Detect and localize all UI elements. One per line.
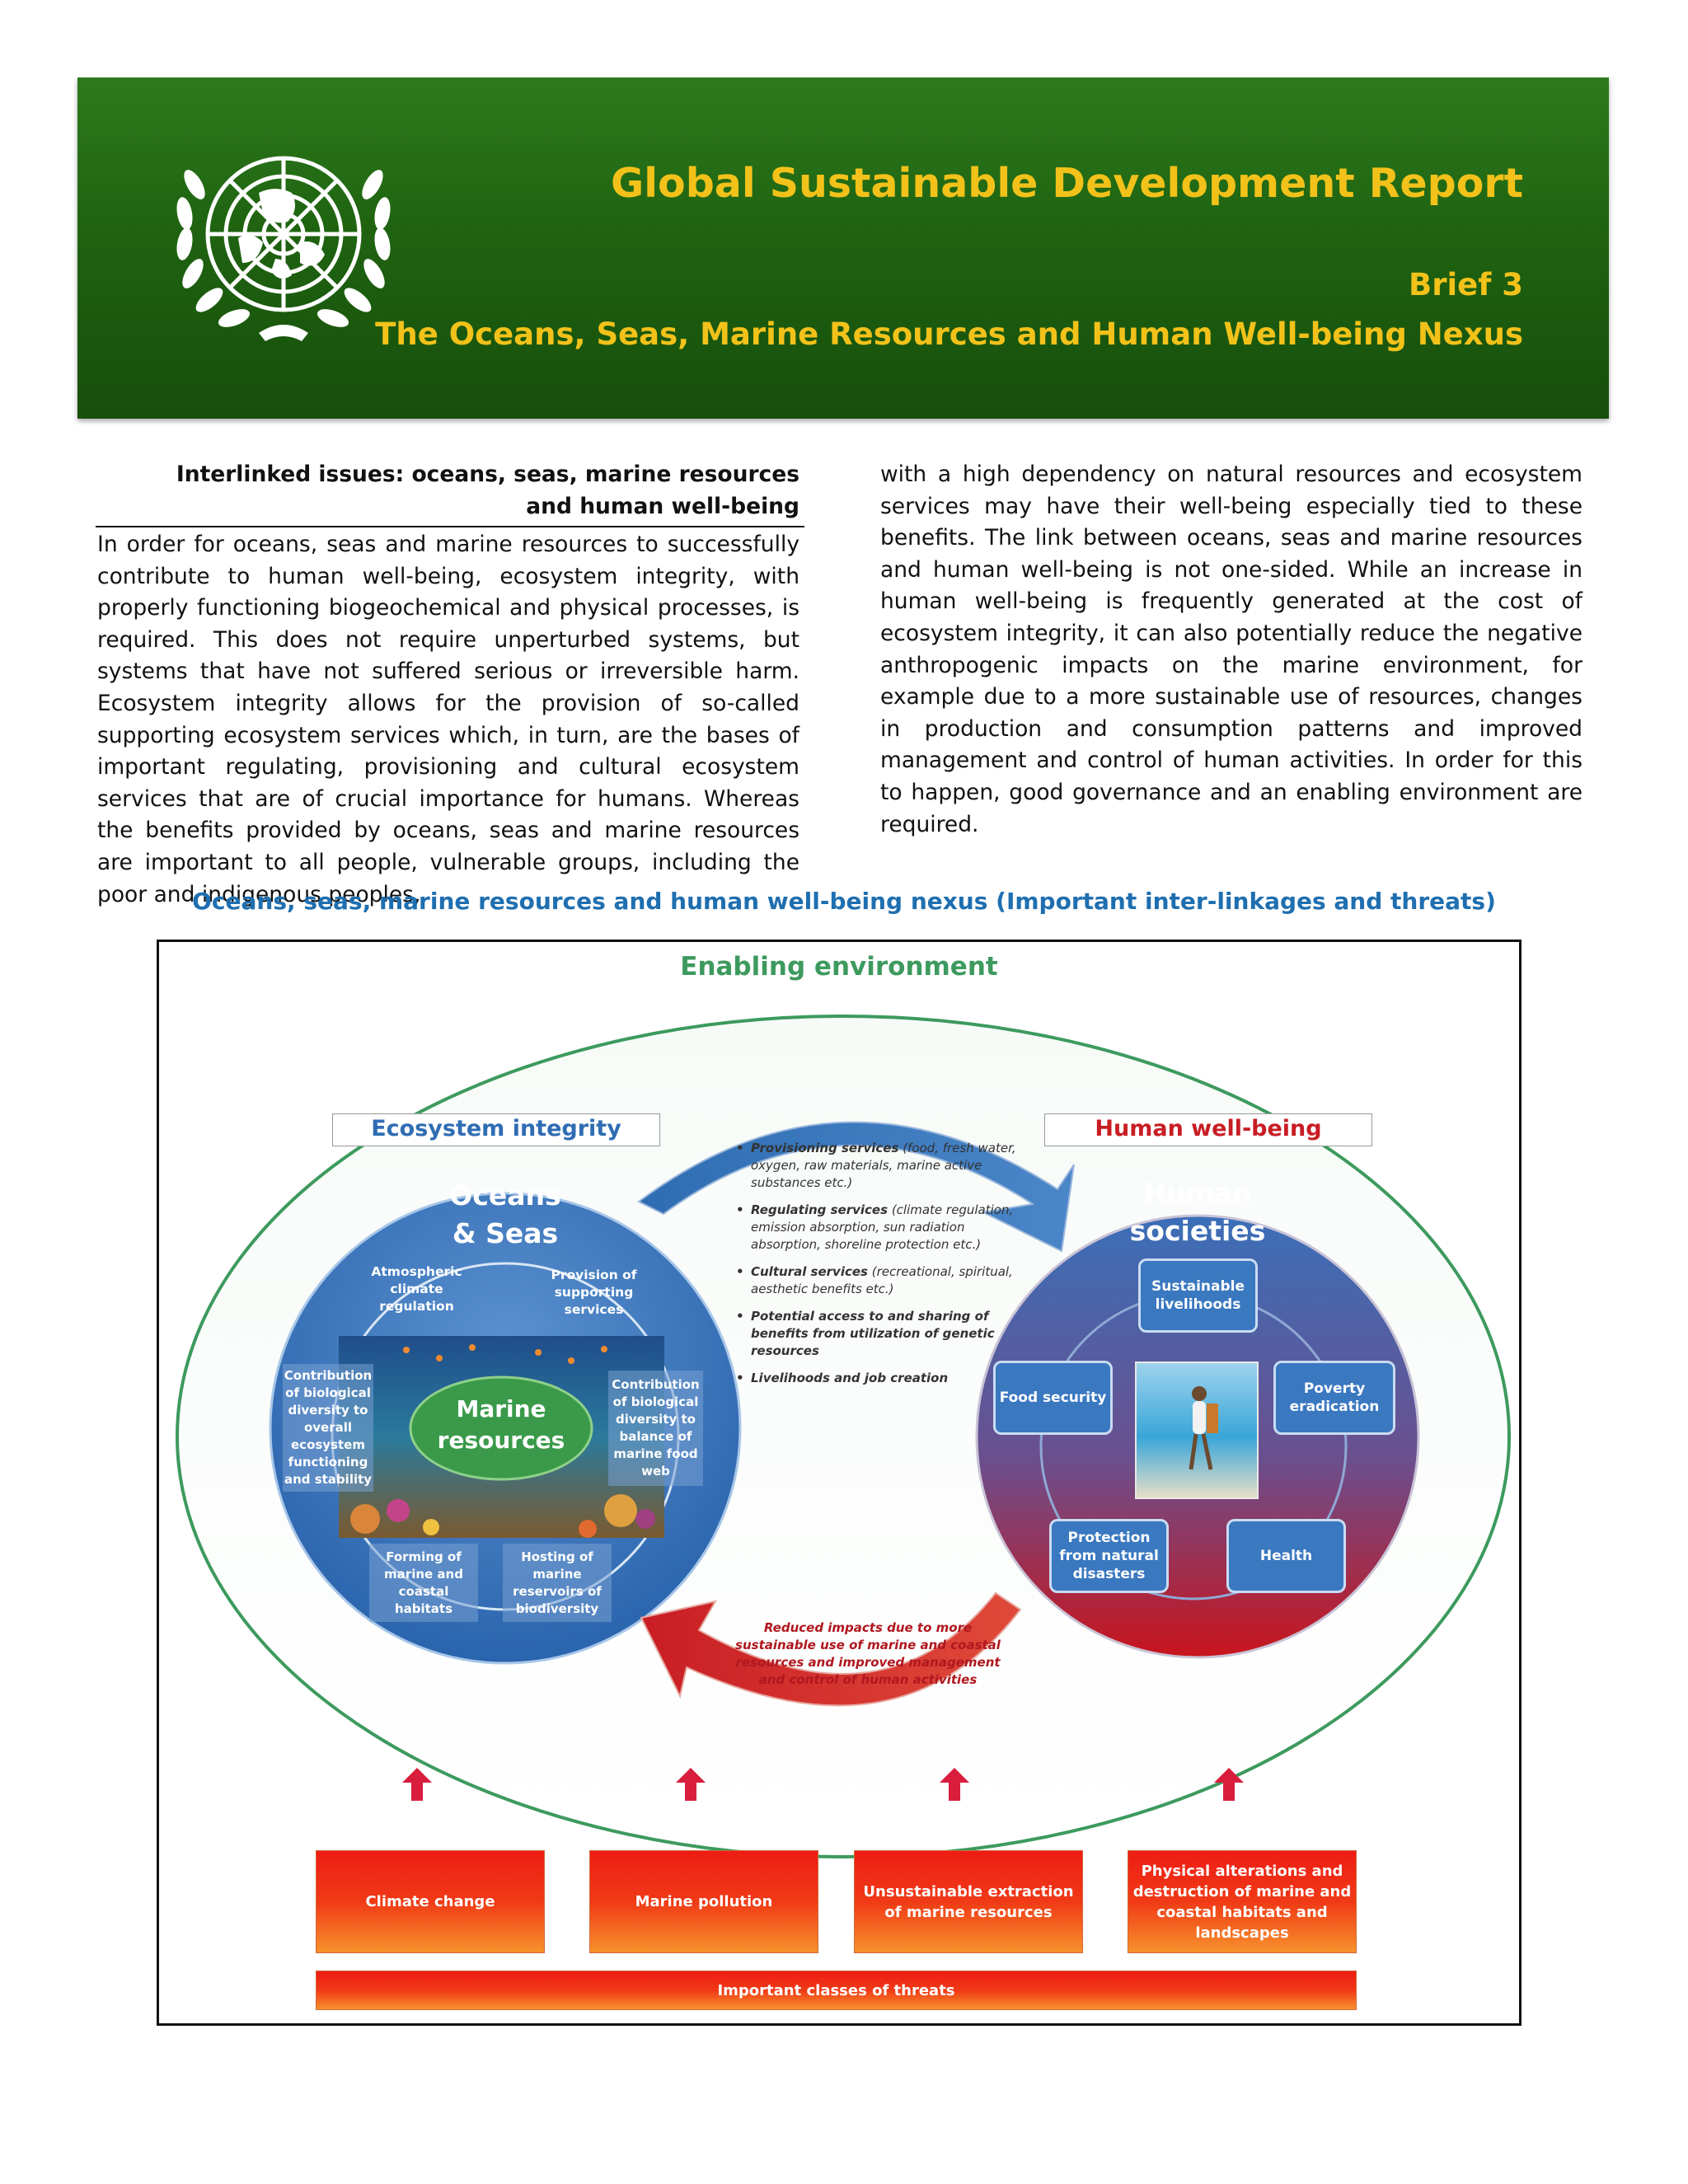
section-heading-line1: Interlinked issues: oceans, seas, marine… — [176, 462, 799, 487]
forming-habitats-panel: Forming of marine and coastal habitats — [369, 1544, 478, 1622]
header-banner: Global Sustainable Development Report Br… — [77, 77, 1609, 419]
threat-arrows-icon — [402, 1768, 1244, 1801]
contribution-right-panel: Contribution of biological diversity to … — [608, 1371, 703, 1486]
threat-physical-alterations: Physical alterations and destruction of … — [1128, 1850, 1357, 1953]
contribution-left-panel: Contribution of biological diversity to … — [283, 1364, 373, 1492]
provisioning-heading: Provisioning services — [751, 1141, 899, 1155]
cultural-detail: (recreational, spiritual, aesthetic bene… — [751, 1264, 1013, 1296]
un-emblem-icon — [176, 156, 391, 341]
threat-climate-change: Climate change — [316, 1850, 545, 1953]
services-item: Cultural services (recreational, spiritu… — [736, 1263, 1016, 1298]
oceans-title-line1: Oceans — [449, 1179, 561, 1212]
human-well-being-label: Human well-being — [1044, 1113, 1372, 1146]
supporting-services-label: Provision of supporting services — [551, 1268, 637, 1317]
report-title: Global Sustainable Development Report — [611, 160, 1523, 207]
human-title-line2: societies — [1129, 1215, 1266, 1247]
brief-subtitle: The Oceans, Seas, Marine Resources and H… — [375, 316, 1523, 352]
services-item: Provisioning services (food, fresh water… — [736, 1140, 1016, 1192]
figure-caption: Oceans, seas, marine resources and human… — [192, 888, 1496, 915]
marine-resources-line1: Marine — [456, 1395, 546, 1422]
oceans-title: Oceans & Seas — [423, 1177, 588, 1253]
person-icon — [1189, 1386, 1218, 1470]
section-heading-line2: and human well-being — [526, 493, 799, 519]
threat-marine-pollution: Marine pollution — [589, 1850, 818, 1953]
human-societies-title: Human societies — [1107, 1174, 1288, 1250]
oceans-title-line2: & Seas — [452, 1217, 559, 1249]
reduced-impacts-text: Reduced impacts due to more sustainable … — [735, 1620, 1001, 1687]
marine-resources-line2: resources — [437, 1427, 565, 1454]
cultural-heading: Cultural services — [751, 1264, 868, 1279]
arrow-red-icon — [640, 1591, 1022, 1707]
human-title-line1: Human — [1143, 1177, 1252, 1209]
section-heading: Interlinked issues: oceans, seas, marine… — [97, 459, 799, 523]
atmospheric-climate-label: Atmospheric climate regulation — [371, 1264, 462, 1314]
poverty-eradication-box: Poverty eradication — [1273, 1361, 1395, 1435]
food-security-box: Food security — [993, 1361, 1113, 1435]
services-list: Provisioning services (food, fresh water… — [736, 1140, 1016, 1397]
regulating-detail: (climate regulation, emission absorption… — [751, 1202, 1014, 1252]
marine-resources-title: Marine resources — [427, 1394, 575, 1456]
reef-decorations-icon — [350, 1344, 655, 1538]
ecosystem-integrity-label: Ecosystem integrity — [332, 1113, 660, 1146]
marine-resources-oval — [409, 1376, 593, 1481]
services-item: Regulating services (climate regulation,… — [736, 1202, 1016, 1254]
threats-bar: Important classes of threats — [316, 1971, 1357, 2010]
provisioning-detail: (food, fresh water, oxygen, raw material… — [751, 1141, 1016, 1190]
threat-unsustainable-extraction: Unsustainable extraction of marine resou… — [854, 1850, 1083, 1953]
body-column-left: In order for oceans, seas and marine res… — [97, 532, 799, 907]
hosting-reservoirs-panel: Hosting of marine reservoirs of biodiver… — [503, 1544, 612, 1622]
nexus-diagram: Enabling environment Ecosystem integrity… — [157, 940, 1522, 2026]
enabling-environment-title: Enabling environment — [680, 952, 998, 982]
livelihoods-item: Livelihoods and job creation — [751, 1371, 949, 1385]
regulating-heading: Regulating services — [751, 1202, 889, 1217]
section-divider — [96, 526, 804, 527]
health-box: Health — [1226, 1519, 1346, 1593]
services-item: Livelihoods and job creation — [736, 1370, 1016, 1387]
brief-number: Brief 3 — [1409, 267, 1523, 302]
protection-disasters-box: Protection from natural disasters — [1049, 1519, 1169, 1593]
services-item: Potential access to and sharing of benef… — [736, 1308, 1016, 1360]
sustainable-livelihoods-box: Sustainable livelihoods — [1138, 1258, 1258, 1333]
body-column-right: with a high dependency on natural resour… — [880, 462, 1582, 837]
genetic-resources-item: Potential access to and sharing of benef… — [751, 1309, 995, 1358]
